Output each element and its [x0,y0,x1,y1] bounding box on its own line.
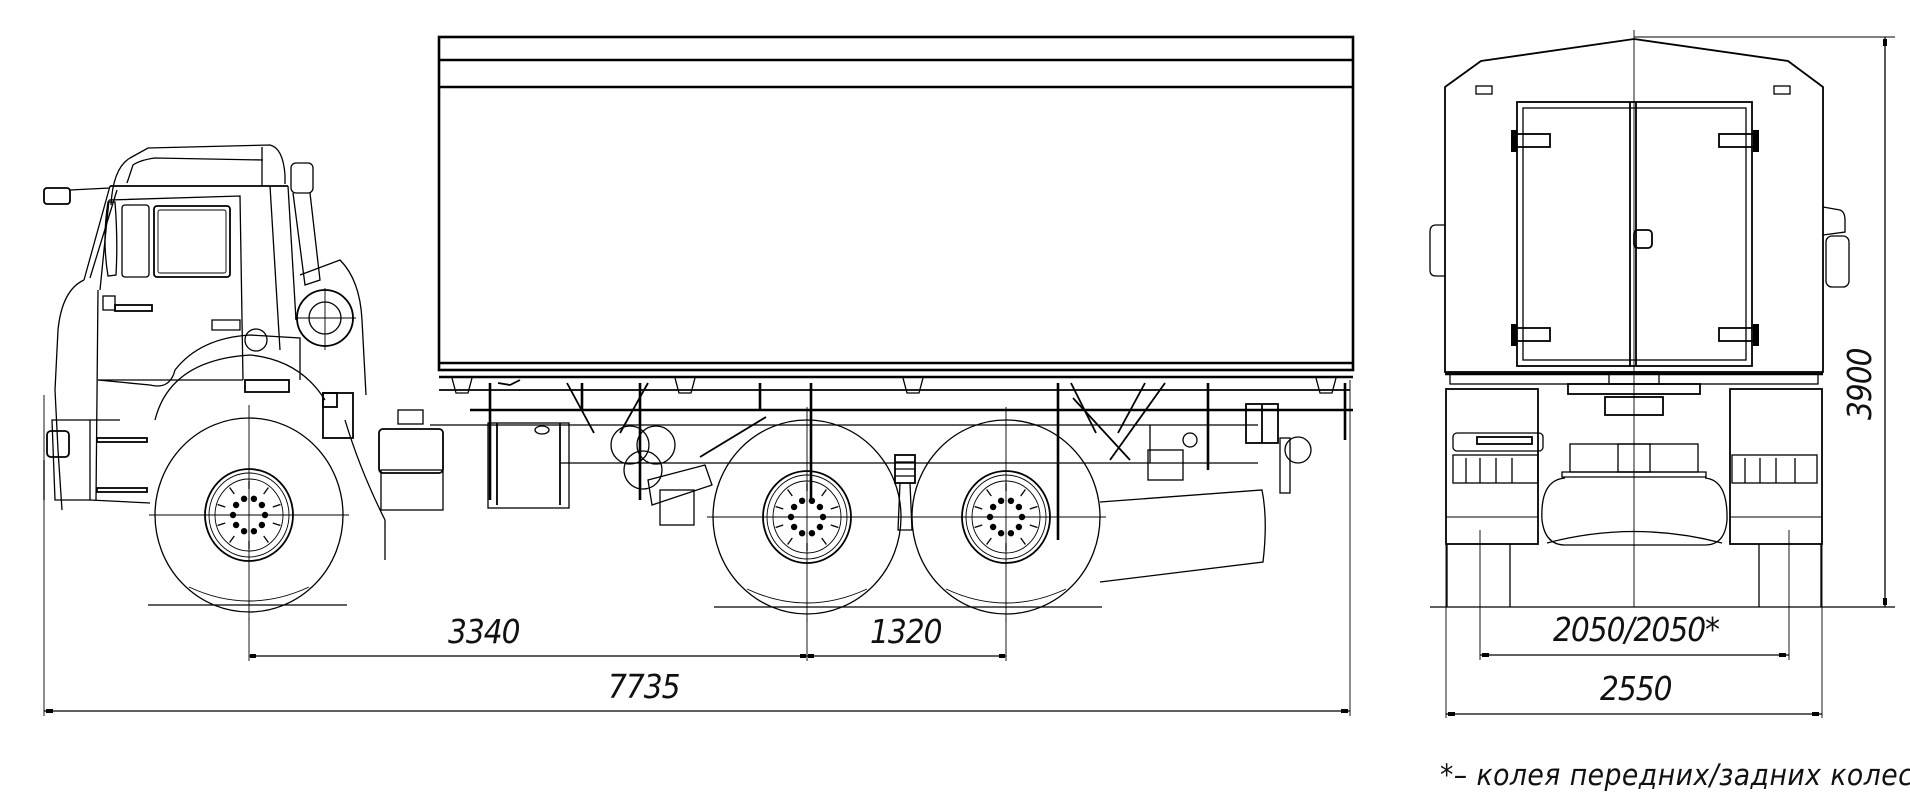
wheel-nut [250,495,258,502]
wheel-nut [989,523,997,531]
wheel-nut [989,503,997,511]
side-view: 3340 1320 7735 [43,35,1355,716]
dimension-lines-rear [1445,36,1895,718]
rear-wheel-1 [707,407,907,622]
rear-body-outline [1444,38,1824,373]
wheel-nut [258,501,266,509]
wheel-nut [816,503,824,511]
footnote-track: *– колея передних/задних колес [1440,758,1910,792]
front-wheel [149,405,349,620]
rear-tail [1099,432,1312,583]
wheel-nut [790,503,798,511]
wheel-nut [250,528,258,535]
wheel-nut [808,530,816,537]
wheel-nut [997,530,1005,537]
rear-suspension [894,454,916,531]
wheel-nut [808,497,816,504]
wheel-nut [258,521,266,529]
dimension-lines-side [43,380,1351,716]
wheel-nut [1015,503,1023,511]
dim-overall-width: 2550 [1600,669,1672,708]
wheel-nut [232,501,240,509]
dim-rear-axle-spacing: 1320 [870,612,942,651]
wheel-nut [790,523,798,531]
rear-wheel-2 [906,407,1106,622]
wheel-nut [816,523,824,531]
dim-overall-height: 3900 [1840,348,1879,420]
rear-doors [1511,101,1759,367]
dim-overall-length: 7735 [608,667,680,706]
cab [43,144,367,511]
wheel-nut [232,521,240,529]
wheel-nut [1015,523,1023,531]
wheel-nut [240,495,248,502]
wheel-nut [798,497,806,504]
wheel-nut [798,530,806,537]
wheel-nut [997,497,1005,504]
cargo-body [437,35,1355,540]
rear-mudguard-left [1445,388,1539,545]
rear-view: 2050/2050* 2550 3900 [1429,30,1895,718]
dim-wheelbase-front: 3340 [448,612,520,651]
wheel-nut [1007,530,1015,537]
dim-track: 2050/2050* [1553,610,1719,649]
rear-mudguard-right [1729,388,1823,545]
chassis-frame [430,424,1258,464]
chassis-equipment [322,392,713,560]
wheel-nut [1007,497,1015,504]
wheel-nut [240,528,248,535]
